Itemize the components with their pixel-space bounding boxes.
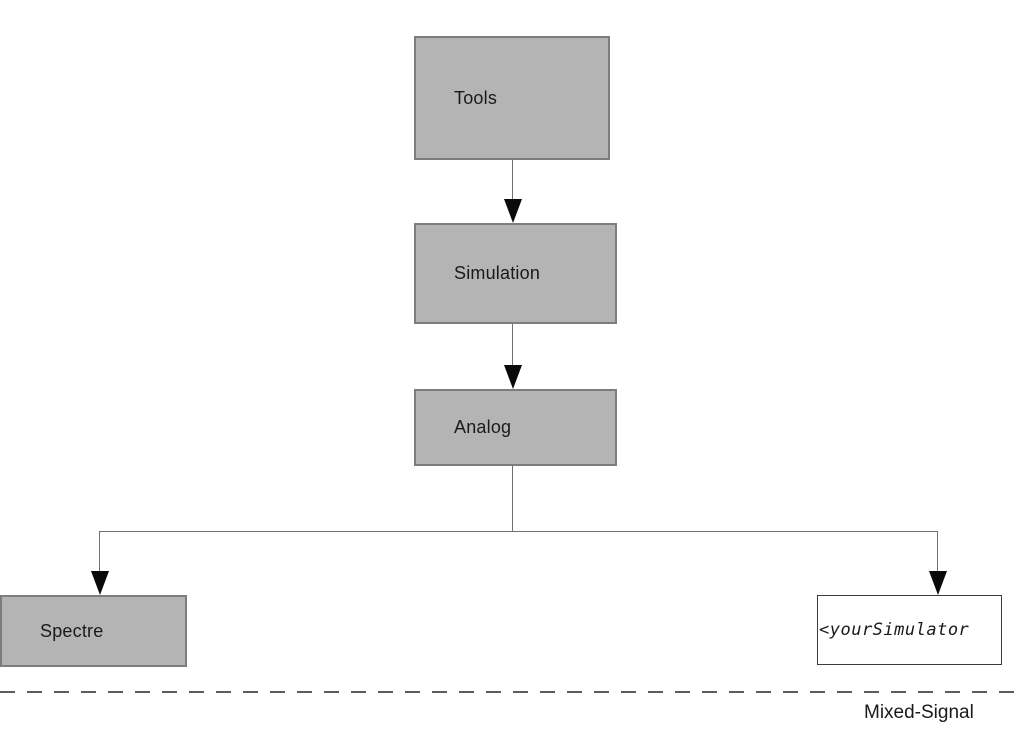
node-simulation-label: Simulation — [454, 263, 541, 283]
edge-branch-horizontal — [99, 531, 938, 532]
mixed-signal-divider-line — [0, 691, 1025, 693]
edge-branch-to-your-simulator — [937, 531, 938, 575]
arrowhead-down-icon — [929, 571, 947, 595]
arrowhead-down-icon — [91, 571, 109, 595]
node-simulation: Simulation — [414, 223, 617, 324]
node-analog-label: Analog — [454, 417, 512, 437]
edge-branch-to-spectre — [99, 531, 100, 575]
node-analog: Analog — [414, 389, 617, 466]
mixed-signal-label: Mixed-Signal — [864, 702, 974, 723]
arrowhead-down-icon — [504, 199, 522, 223]
edge-tools-to-simulation — [512, 160, 513, 202]
node-spectre-label: Spectre — [40, 620, 104, 641]
arrowhead-down-icon — [504, 365, 522, 389]
node-your-simulator-label: <yourSimulator — [819, 620, 970, 640]
node-tools: Tools — [414, 36, 610, 160]
edge-simulation-to-analog — [512, 324, 513, 368]
node-spectre: Spectre — [0, 595, 187, 667]
edge-analog-stem — [512, 466, 513, 532]
node-tools-label: Tools — [454, 87, 498, 108]
node-your-simulator: <yourSimulator — [817, 595, 1002, 665]
